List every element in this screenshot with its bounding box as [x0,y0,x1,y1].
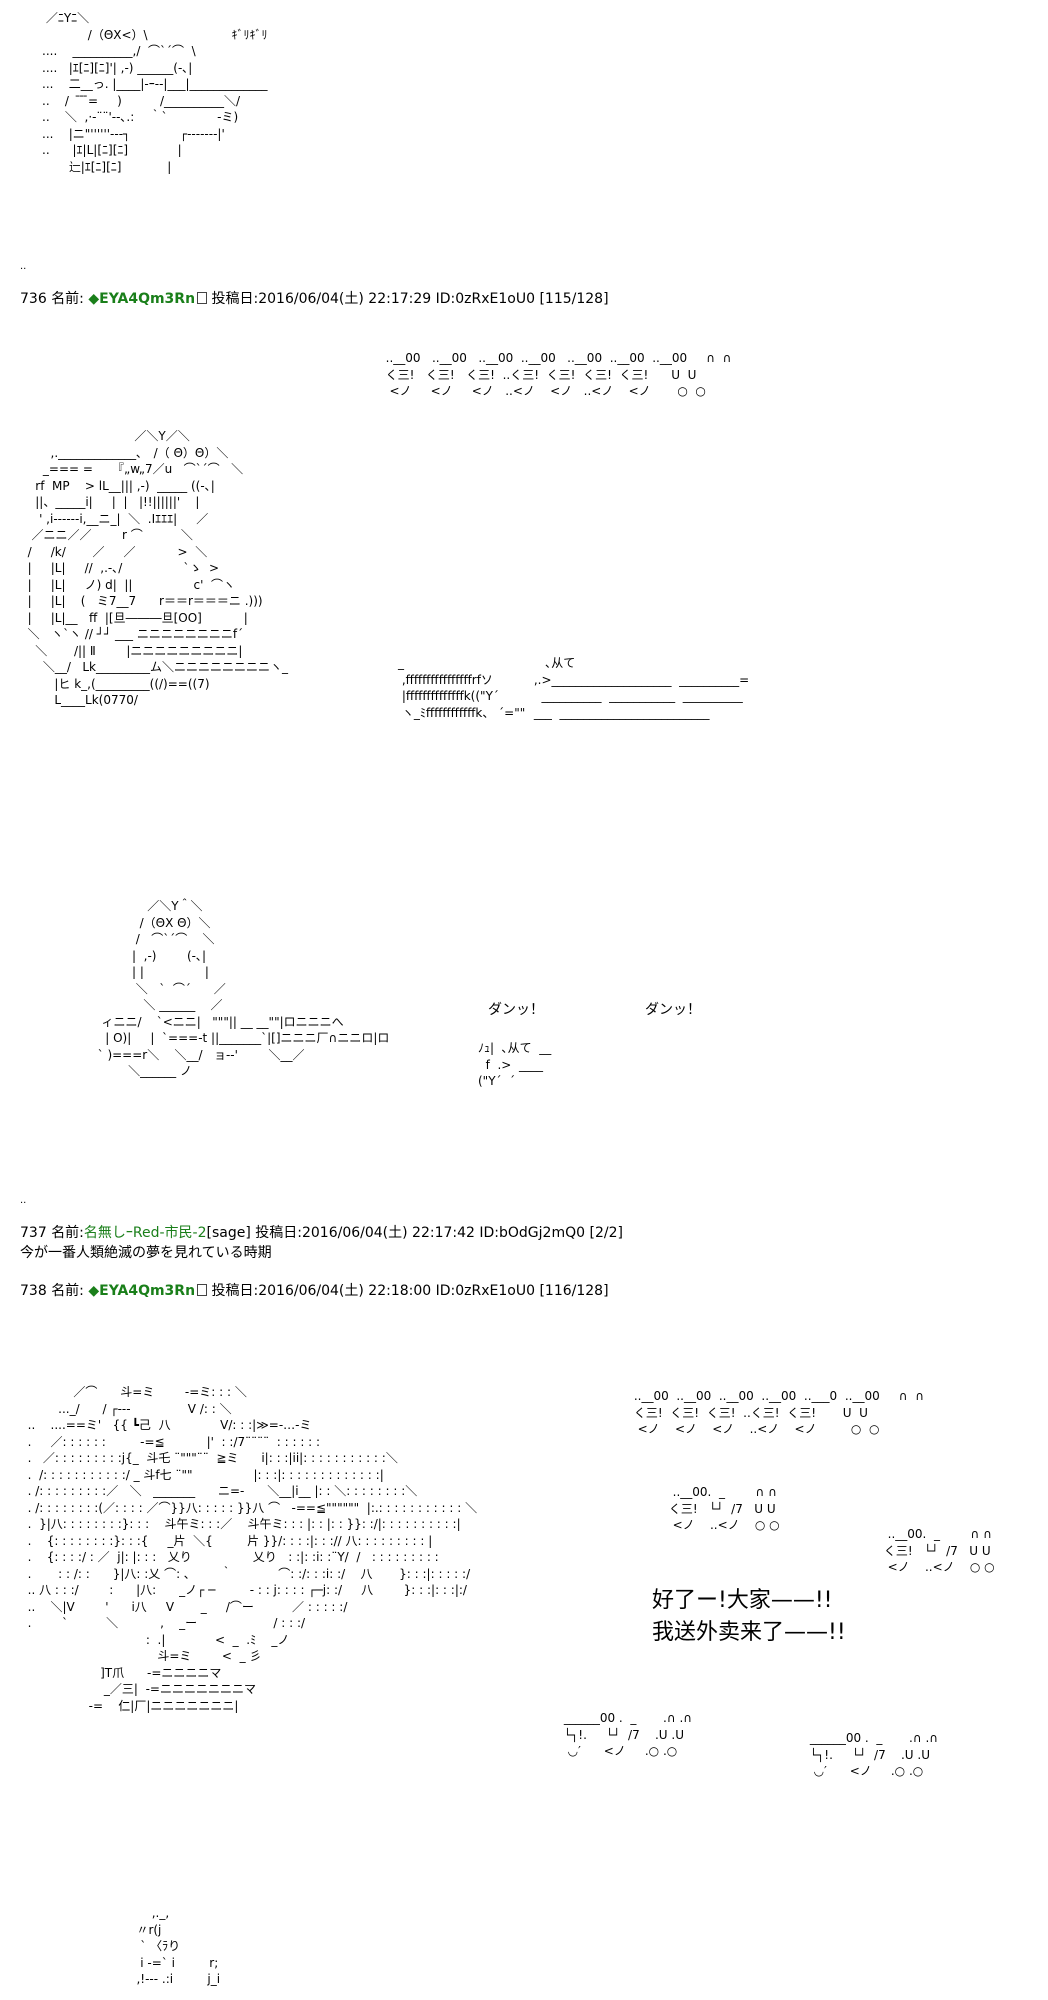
poster-tripcode[interactable]: ◆EYA4Qm3Rn [88,291,196,307]
separator-dots: .. [20,261,27,272]
ascii-art-top: ／ﾆYﾆ＼ /（ΘΧ<）\ ｷﾞﾘｷﾞﾘ .... __________,/ ⌒… [42,11,268,174]
post-number: 736 [20,291,47,307]
speech-line-2: 我送外卖来了——!! [652,1620,846,1645]
post-id[interactable]: ID:0zRxE1oU0 [435,1283,535,1299]
poster-tripcode[interactable]: ◆EYA4Qm3Rn [88,1283,196,1299]
ascii-art-beam-left: _ ,ffffffffffffffffrfソ |ffffffffffffffk(… [398,656,526,720]
ascii-art-mech-pilot: ／＼Y／＼ ,._____________､ /（ Θ）Θ）＼ _=== = 『… [27,429,289,707]
sfx-dan-1: ダンッ！ [488,1002,544,1018]
post-date: 2016/06/04(土) 22:17:42 [301,1225,475,1241]
post-header-738: 738 名前: ◆EYA4Qm3Rn 投稿日:2016/06/04(土) 22:… [20,1282,609,1300]
post-count: [115/128] [539,291,609,307]
post-number: 738 [20,1283,47,1299]
post-date: 2016/06/04(土) 22:18:00 [258,1283,432,1299]
post-body-737: 今が一番人類絶滅の夢を見れている時期 [20,1245,272,1261]
name-label: 名前: [51,1225,84,1241]
ascii-art-bottom: ,._, 〃r(j ` 〈ﾗり i ‐=` i r; ,!‐‐‐ .:i j_i [136,1906,221,1986]
missing-glyph-icon [197,292,208,304]
post-id[interactable]: ID:0zRxE1oU0 [435,291,535,307]
ascii-art-cannon: ／＼Y＾＼ /（ΘΧ Θ）＼ / ⌒`´⌒ ＼ | ,-) (-､| | | |… [97,899,390,1078]
ascii-art-group: ／⌒ 斗=ミ ‐=ミ: : : ＼ ..._/ / ┌‐‐‐ V /: : ＼ … [27,1385,478,1713]
ascii-art-crowd-small-3: ______00 . _ .∩ .∩ └┐!. └┘ /7 .U .U ◡′ <… [563,1711,693,1758]
ascii-art-crowd-small-1: ..__00. _ ∩ ∩ く三! └┘ /7 U U <ノ ..<ノ ○ ○ [668,1485,780,1532]
ascii-art-crowd-row-1: ..__00 ..__00 ..__00 ..__00 ..__00 ..__0… [385,351,732,398]
poster-name[interactable]: 名無しｰRed-市民-2 [83,1225,207,1241]
post-id[interactable]: ID:bOdGj2mQ0 [479,1225,586,1241]
ascii-art-crowd-row-2: ..__00 ..__00 ..__00 ..__00 ..___0 ..__0… [633,1389,924,1436]
post-count: [116/128] [539,1283,609,1299]
name-label: 名前: [51,291,84,307]
ascii-art-beam-right: ､从て ,.>____________________ __________= … [533,656,750,720]
sage-tag: [sage] [206,1225,251,1241]
sfx-dan-2: ダンッ！ [645,1002,701,1018]
post-count: [2/2] [589,1225,623,1241]
separator-dots: .. [20,1195,27,1206]
post-number: 737 [20,1225,47,1241]
date-label: 投稿日: [211,291,259,307]
missing-glyph-icon [197,1284,208,1296]
date-label: 投稿日: [211,1283,259,1299]
speech-line-1: 好了ー!大家——!! [652,1588,833,1613]
post-date: 2016/06/04(土) 22:17:29 [258,291,432,307]
name-label: 名前: [51,1283,84,1299]
post-header-737: 737 名前:名無しｰRed-市民-2[sage] 投稿日:2016/06/04… [20,1224,623,1242]
ascii-art-crowd-small-2: ..__00. _ ∩ ∩ く三! └┘ /7 U U <ノ ..<ノ ○ ○ [883,1527,995,1574]
post-header-736: 736 名前: ◆EYA4Qm3Rn 投稿日:2016/06/04(土) 22:… [20,290,609,308]
ascii-art-crowd-small-4: ______00 . _ .∩ .∩ └┐!. └┘ /7 .U .U ◡′ <… [809,1731,939,1778]
ascii-art-blast: ﾉｭ| ､从て __ f .> ____ ("Y´ ´ [478,1041,552,1088]
date-label: 投稿日: [255,1225,302,1241]
